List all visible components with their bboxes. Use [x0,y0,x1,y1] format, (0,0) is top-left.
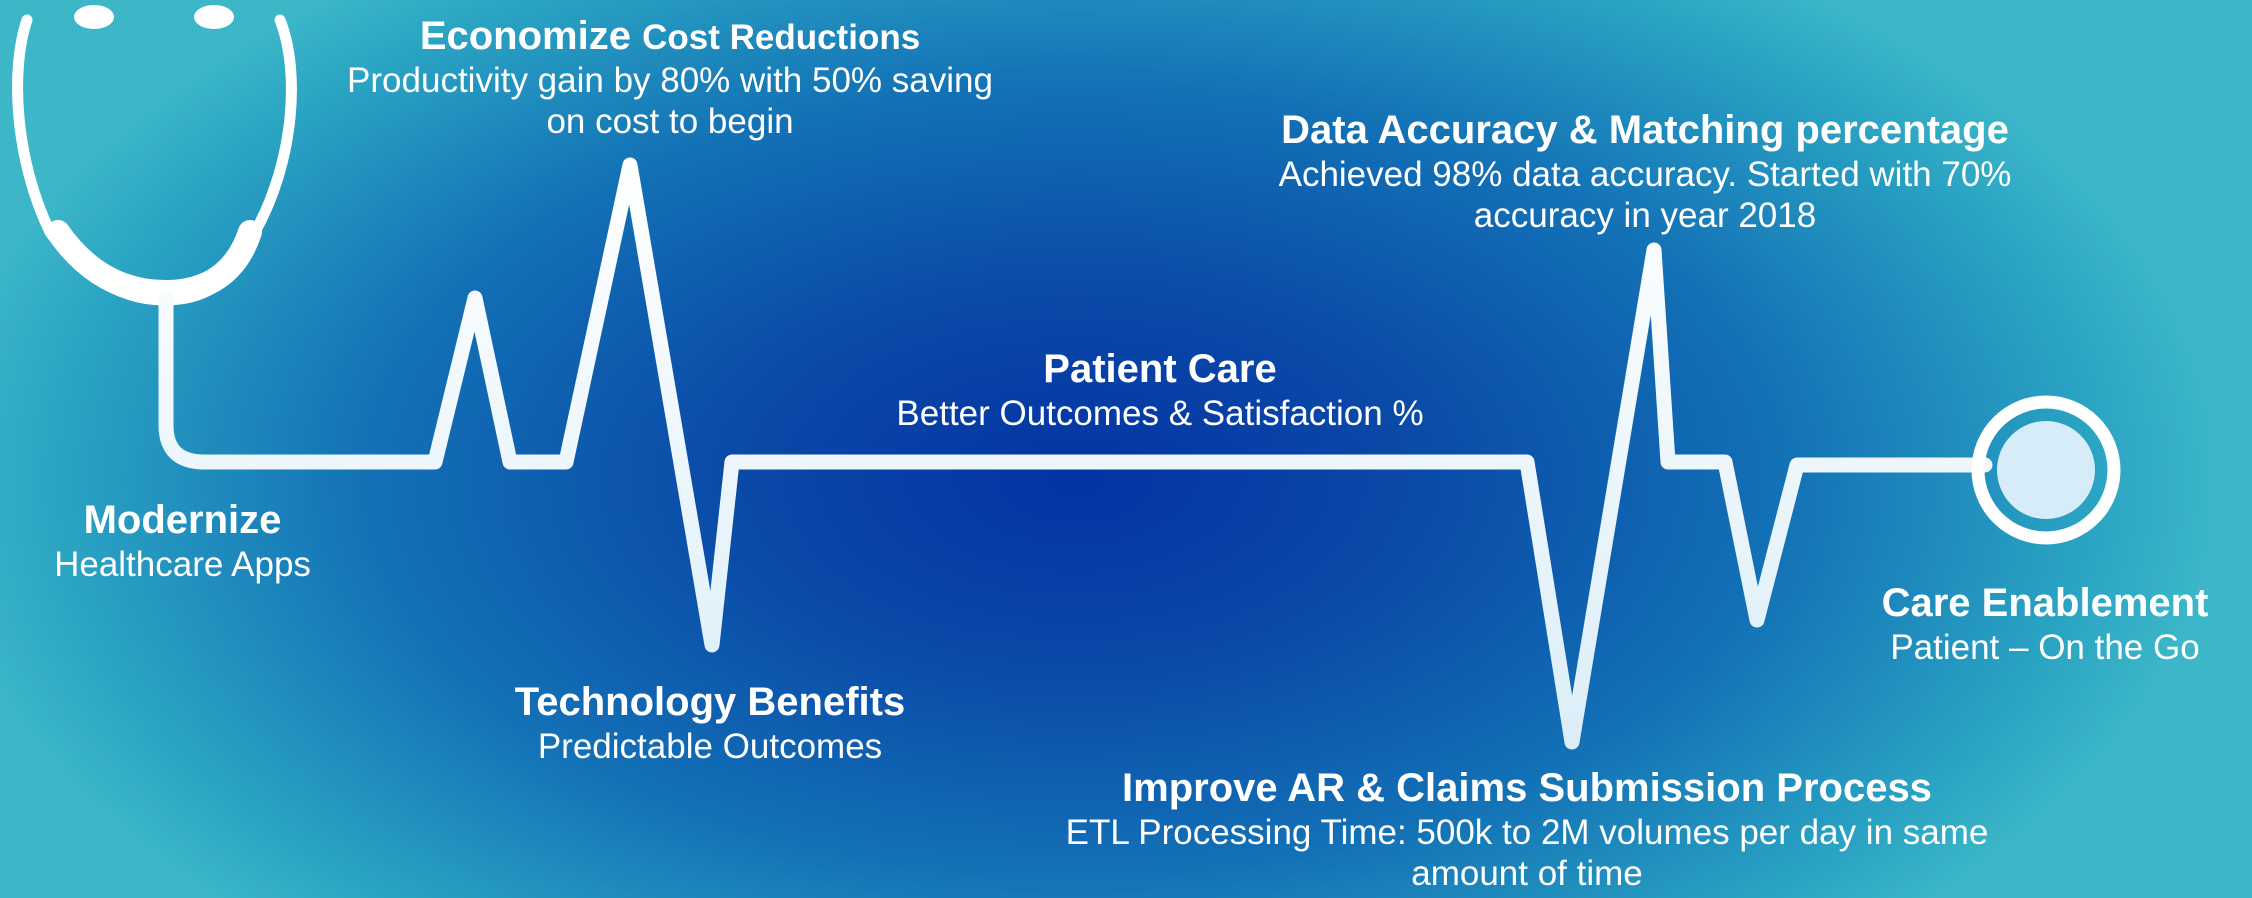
technology-label: Technology Benefits Predictable Outcomes [430,679,990,767]
care-enablement-label: Care Enablement Patient – On the Go [1840,580,2250,668]
data-accuracy-desc-line1: Achieved 98% data accuracy. Started with… [1278,155,2012,195]
economize-label: Economize Cost Reductions Productivity g… [220,13,1120,143]
technology-title: Technology Benefits [514,680,906,724]
data-accuracy-label: Data Accuracy & Matching percentage Achi… [1170,107,2120,237]
data-accuracy-title: Data Accuracy & Matching percentage [1281,108,2009,152]
improve-ar-desc-line2: amount of time [1411,854,1643,894]
economize-title-suffix: Cost Reductions [642,18,921,57]
data-accuracy-desc-line2: accuracy in year 2018 [1473,196,1817,236]
economize-desc-line2: on cost to begin [546,102,794,142]
improve-ar-label: Improve AR & Claims Submission Process E… [977,765,2077,895]
improve-ar-desc-line1: ETL Processing Time: 500k to 2M volumes … [1065,813,1989,853]
economize-desc-line1: Productivity gain by 80% with 50% saving [347,61,993,101]
technology-desc: Predictable Outcomes [537,727,883,767]
chestpiece-icon [1971,395,2121,545]
economize-title-main: Economize [419,14,631,58]
patient-care-desc: Better Outcomes & Satisfaction % [896,394,1424,434]
improve-ar-title: Improve AR & Claims Submission Process [1122,766,1932,810]
care-enablement-desc: Patient – On the Go [1890,628,2200,668]
heartbeat-line [158,157,1993,750]
patient-care-title: Patient Care [1043,347,1277,391]
economize-title: Economize Cost Reductions [220,13,1120,60]
care-enablement-title: Care Enablement [1881,581,2209,625]
modernize-label: Modernize Healthcare Apps [10,497,355,585]
modernize-desc: Healthcare Apps [54,545,311,585]
patient-care-label: Patient Care Better Outcomes & Satisfact… [760,346,1560,434]
modernize-title: Modernize [83,498,282,542]
